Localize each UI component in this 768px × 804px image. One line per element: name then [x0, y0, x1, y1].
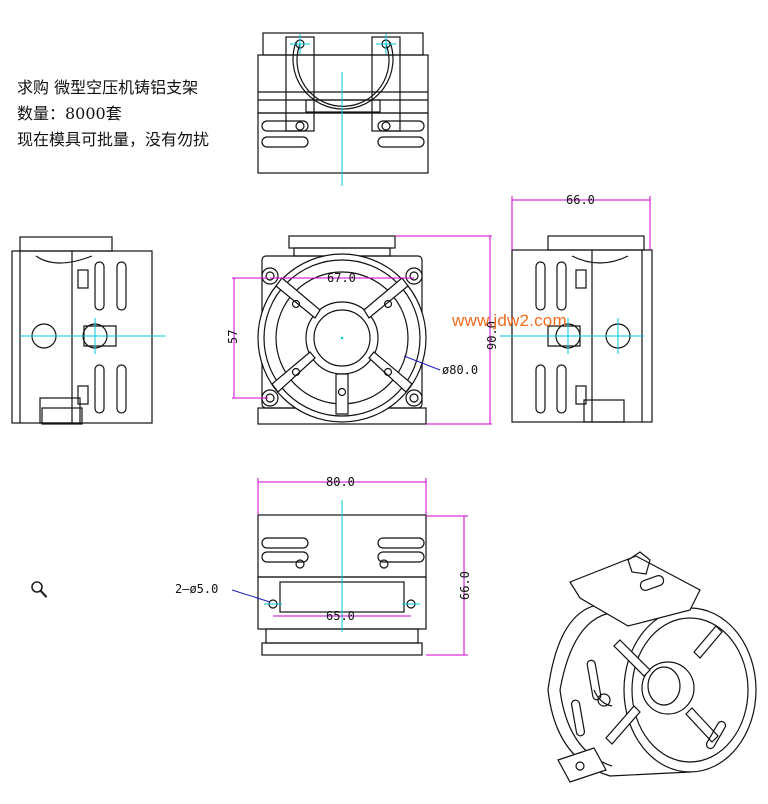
dim-67: 67.0: [327, 271, 356, 285]
dim-90: 90.0: [485, 321, 499, 350]
dim-66-top: 66.0: [566, 193, 595, 207]
dim-80: 80.0: [326, 475, 355, 489]
front-view: [232, 235, 492, 425]
bottom-view: [231, 478, 468, 656]
isometric-view: [547, 551, 757, 783]
dim-diameter-80: ø80.0: [442, 363, 478, 377]
note-line-1: 求购 微型空压机铸铝支架: [17, 78, 199, 97]
note-line-3: 现在模具可批量，没有勿扰: [17, 130, 210, 149]
dim-65: 65.0: [326, 609, 355, 623]
note-line-2: 数量：8000套: [17, 104, 122, 123]
dim-57: 57: [226, 330, 240, 344]
watermark: www.jdw2.com: [452, 311, 567, 330]
left-side-view: [11, 236, 166, 425]
magnifier-icon[interactable]: [30, 580, 48, 600]
dim-66-side: 66.0: [458, 571, 472, 600]
dimension-labels: 66.0 67.0 57 90.0 ø80.0 80.0 2–ø5.0 65.0…: [175, 193, 595, 623]
dim-holes: 2–ø5.0: [175, 582, 218, 596]
top-view: [257, 32, 429, 186]
right-side-view: [500, 196, 653, 423]
